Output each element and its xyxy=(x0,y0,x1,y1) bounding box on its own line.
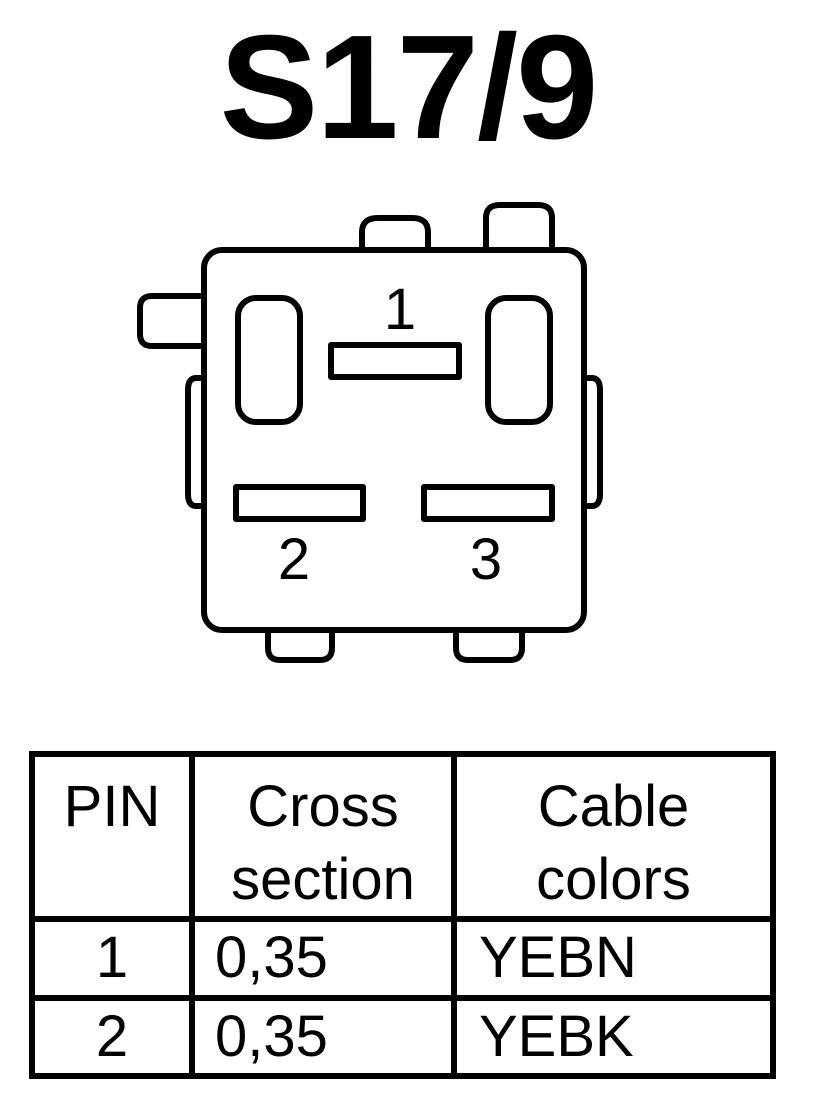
guide-slot-left xyxy=(235,295,303,425)
pin-3-label: 3 xyxy=(470,527,502,592)
right-rail xyxy=(584,375,603,509)
cell-cross-section: 0,35 xyxy=(189,916,457,1001)
pin-3-contact xyxy=(421,484,555,522)
connector-diagram: 1 2 3 xyxy=(137,202,603,663)
cell-cable-color: YEBN xyxy=(451,916,776,1001)
cell-cross-section: 0,35 xyxy=(189,994,457,1079)
header-cable-colors-line1: Cable xyxy=(537,774,690,839)
pin-assignment-table: PIN Cross section Cable colors 1 0,35 YE… xyxy=(29,751,776,1079)
cell-pin: 2 xyxy=(29,994,195,1079)
pin-1-label: 1 xyxy=(384,277,416,342)
header-cross-section-line1: Cross xyxy=(247,774,399,839)
cell-cable-color: YEBK xyxy=(451,994,776,1079)
left-tab xyxy=(137,293,204,349)
header-cross-section-line2: section xyxy=(231,846,415,912)
table-header-row: PIN Cross section Cable colors xyxy=(29,751,776,922)
table-row: 1 0,35 YEBN xyxy=(29,916,776,1001)
cell-pin: 1 xyxy=(29,916,195,1001)
left-rail xyxy=(185,375,204,509)
header-pin-label: PIN xyxy=(63,774,161,839)
pin-2-label: 2 xyxy=(278,527,310,592)
guide-slot-right xyxy=(485,295,553,425)
pin-1-contact xyxy=(328,342,462,380)
header-cross-section: Cross section xyxy=(189,751,457,922)
top-latch-right xyxy=(483,202,555,248)
bottom-tab-left xyxy=(265,630,335,663)
top-latch-left xyxy=(359,215,431,248)
table-row: 2 0,35 YEBK xyxy=(29,994,776,1079)
header-cable-colors: Cable colors xyxy=(451,751,776,922)
connector-title: S17/9 xyxy=(219,5,599,170)
bottom-tab-right xyxy=(453,630,525,663)
pin-2-contact xyxy=(233,484,366,522)
header-pin: PIN xyxy=(29,751,195,922)
header-cable-colors-line2: colors xyxy=(536,846,691,912)
